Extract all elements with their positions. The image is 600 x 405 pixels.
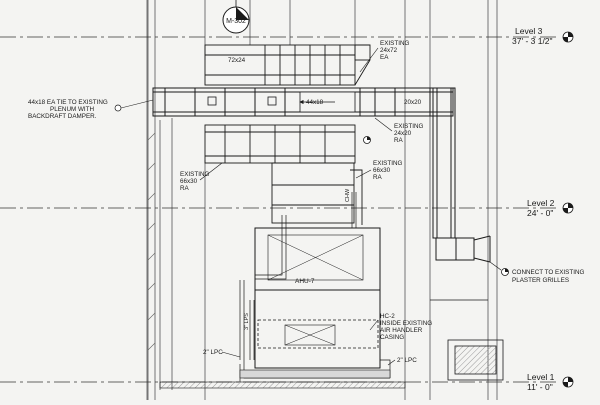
- svg-text:44x18 EA TIE TO EXISTING: 44x18 EA TIE TO EXISTING: [28, 99, 108, 106]
- lps-label: 3" LPS: [244, 313, 250, 330]
- duct-size-20x20: 20x20: [404, 99, 422, 106]
- lpc-label-left: 2" LPC: [203, 349, 223, 356]
- section-tag: M-302: [222, 0, 250, 34]
- callout-target-icon: [114, 104, 122, 112]
- right-side-existing-equipment: [430, 299, 504, 381]
- svg-text:EXISTING: EXISTING: [394, 123, 423, 130]
- structure-lines: [146, 0, 498, 400]
- svg-text:EXISTING: EXISTING: [180, 171, 209, 178]
- note-connect-grilles: CONNECT TO EXISTING PLASTER GRILLES: [489, 261, 585, 284]
- svg-text:PLASTER GRILLES: PLASTER GRILLES: [512, 277, 569, 284]
- level-3-elevation: 37' - 3 1/2": [512, 36, 553, 46]
- svg-text:CASING: CASING: [380, 334, 404, 341]
- wall-hatch-left: [147, 132, 156, 351]
- svg-text:EA: EA: [380, 54, 389, 61]
- svg-text:BACKDRAFT DAMPER.: BACKDRAFT DAMPER.: [28, 113, 97, 120]
- svg-text:24x72: 24x72: [380, 47, 398, 54]
- svg-text:HC-2: HC-2: [380, 313, 395, 320]
- note-existing-66x30-right: EXISTING 66x30 RA: [355, 160, 402, 181]
- existing-ra-ducts: [204, 124, 363, 225]
- svg-text:66x30: 66x30: [180, 178, 198, 185]
- level-3-name: Level 3: [515, 26, 543, 36]
- duct-size-72x24: 72x24: [228, 57, 246, 64]
- ahu-7-unit: [254, 227, 381, 369]
- damper-icon: [267, 96, 277, 106]
- svg-text:66x30: 66x30: [373, 167, 391, 174]
- vertical-duct-right: [432, 87, 491, 263]
- svg-text:AIR HANDLER: AIR HANDLER: [380, 327, 423, 334]
- note-existing-24x20: EXISTING 24x20 RA: [363, 117, 423, 144]
- hc-2-coil: [257, 319, 379, 349]
- svg-text:RA: RA: [394, 137, 404, 144]
- note-existing-24x72: EXISTING 24x72 EA: [359, 40, 409, 73]
- level-marker-1: Level 1 11' - 0": [527, 372, 574, 392]
- level-1-name: Level 1: [527, 372, 555, 382]
- level-1-elevation: 11' - 0": [527, 382, 553, 392]
- ahu-label: AHU-7: [295, 278, 315, 285]
- damper-icon: [207, 96, 217, 106]
- level-2-name: Level 2: [527, 198, 555, 208]
- svg-text:24x20: 24x20: [394, 130, 412, 137]
- steam-piping: [239, 215, 391, 382]
- section-tag-label: M-302: [226, 18, 246, 25]
- level-lines: [0, 36, 560, 383]
- note-ea-tie: 44x18 EA TIE TO EXISTING PLENUM WITH BAC…: [28, 99, 154, 120]
- level-2-elevation: 24' - 0": [527, 208, 553, 218]
- note-existing-66x30-left: EXISTING 66x30 RA: [180, 162, 223, 192]
- chw-label: CHW: [345, 188, 351, 202]
- chw-pipe: [351, 192, 357, 228]
- duct-size-44x18: 44x18: [306, 99, 324, 106]
- note-hc-2: HC-2 INSIDE EXISTING AIR HANDLER CASING: [369, 313, 432, 341]
- svg-text:INSIDE EXISTING: INSIDE EXISTING: [380, 320, 432, 327]
- level-marker-2: Level 2 24' - 0": [527, 198, 574, 218]
- svg-text:CONNECT TO EXISTING: CONNECT TO EXISTING: [512, 269, 585, 276]
- lpc-label-right: 2" LPC: [397, 357, 417, 364]
- svg-text:EXISTING: EXISTING: [373, 160, 402, 167]
- floor-slab: [159, 369, 406, 389]
- svg-text:EXISTING: EXISTING: [380, 40, 409, 47]
- svg-text:PLENUM WITH: PLENUM WITH: [50, 106, 95, 113]
- upper-existing-ducts: [204, 44, 371, 86]
- level-marker-3: Level 3 37' - 3 1/2": [512, 26, 574, 46]
- svg-text:RA: RA: [373, 174, 383, 181]
- svg-text:RA: RA: [180, 185, 190, 192]
